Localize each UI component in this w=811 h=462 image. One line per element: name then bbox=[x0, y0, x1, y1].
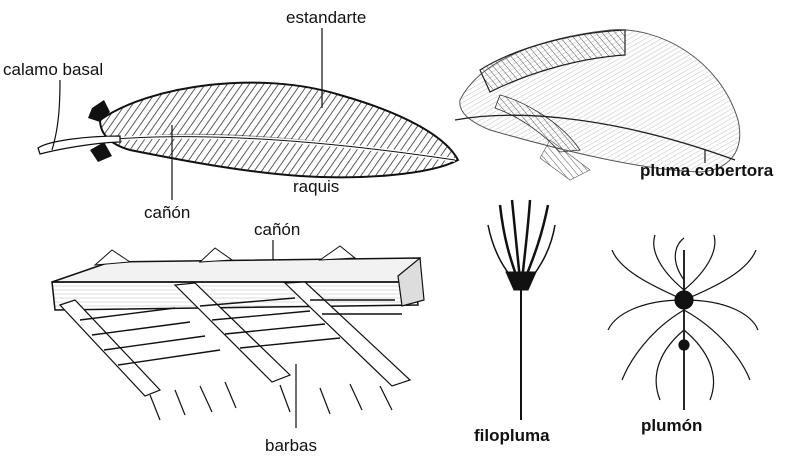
label-estandarte: estandarte bbox=[286, 9, 366, 26]
label-filopluma: filopluma bbox=[474, 427, 550, 444]
filoplume-illustration bbox=[488, 200, 555, 420]
barb-structure-illustration bbox=[52, 246, 424, 420]
feather-vane bbox=[100, 83, 458, 178]
label-canon-bottom: cañón bbox=[254, 221, 300, 238]
label-canon-top: cañón bbox=[144, 204, 190, 221]
covert-feather-illustration bbox=[455, 30, 740, 180]
label-raquis: raquis bbox=[293, 178, 339, 195]
down-feather-illustration bbox=[608, 235, 758, 410]
label-pluma-cobertora: pluma cobertora bbox=[640, 162, 773, 179]
label-calamo-basal: calamo basal bbox=[3, 61, 103, 78]
label-barbas: barbas bbox=[265, 437, 317, 454]
contour-feather-illustration bbox=[38, 83, 458, 178]
label-plumon: plumón bbox=[641, 417, 702, 434]
